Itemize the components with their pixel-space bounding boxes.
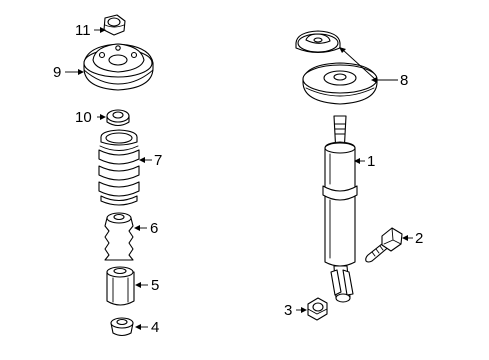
callout-7: 7	[154, 152, 162, 169]
cap-part	[110, 317, 134, 337]
bolt-part	[365, 227, 403, 263]
strut-mount-part	[83, 43, 154, 91]
leader-line-7	[139, 157, 152, 163]
callout-9: 9	[53, 64, 61, 81]
upper-pad-part	[295, 30, 341, 54]
mount-nut-part	[103, 14, 126, 36]
leader-line-8	[339, 47, 398, 83]
callout-8: 8	[400, 72, 408, 89]
callout-10: 10	[75, 109, 92, 126]
leader-line-10	[97, 114, 106, 120]
shock-absorber-part	[322, 115, 358, 303]
callout-1: 1	[367, 153, 375, 170]
leader-line-11	[94, 27, 106, 33]
callout-11: 11	[75, 22, 91, 39]
leader-line-3	[296, 307, 307, 313]
spring-seat-part	[106, 109, 130, 127]
upper-bearing-part	[302, 62, 378, 105]
callout-6: 6	[150, 220, 158, 237]
bump-stop-part	[104, 212, 134, 261]
leader-line-4	[135, 324, 148, 330]
leader-line-2	[402, 235, 413, 241]
nut-part	[307, 297, 328, 321]
callout-2: 2	[415, 230, 423, 247]
callout-4: 4	[151, 319, 159, 336]
dust-boot-part	[106, 266, 135, 306]
leader-line-9	[65, 69, 84, 75]
callout-3: 3	[284, 302, 292, 319]
leader-line-5	[135, 282, 148, 288]
leader-line-6	[134, 225, 147, 231]
coil-spring-part	[98, 129, 140, 206]
callout-5: 5	[151, 277, 159, 294]
leader-line-1	[354, 158, 365, 164]
